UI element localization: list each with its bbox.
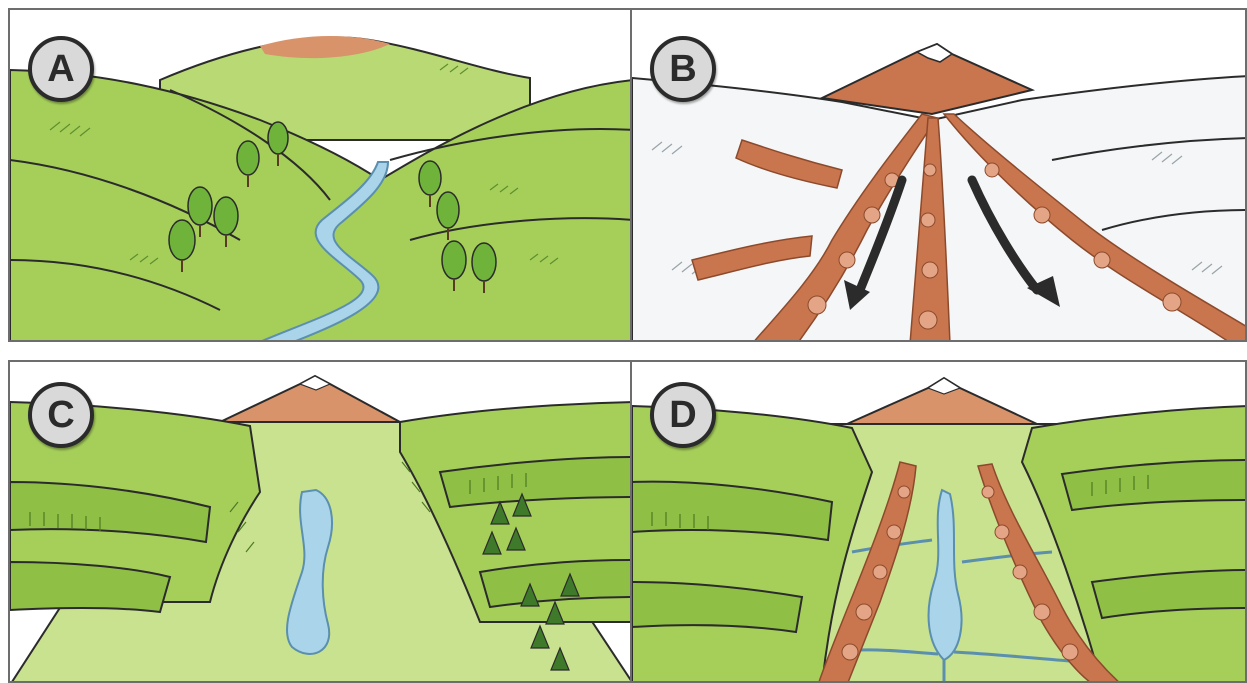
- panel-a: A: [8, 8, 632, 342]
- panel-c: C: [8, 360, 632, 683]
- panel-label-badge: B: [650, 36, 716, 102]
- panel-d-illustration: [632, 362, 1247, 683]
- panel-a-illustration: [10, 10, 632, 342]
- panel-label-badge: D: [650, 382, 716, 448]
- panel-label-badge: A: [28, 36, 94, 102]
- panel-b-illustration: [632, 10, 1247, 342]
- panel-label-badge: C: [28, 382, 94, 448]
- panel-c-illustration: [10, 362, 632, 683]
- panel-b: B: [630, 8, 1247, 342]
- panel-d: D: [630, 360, 1247, 683]
